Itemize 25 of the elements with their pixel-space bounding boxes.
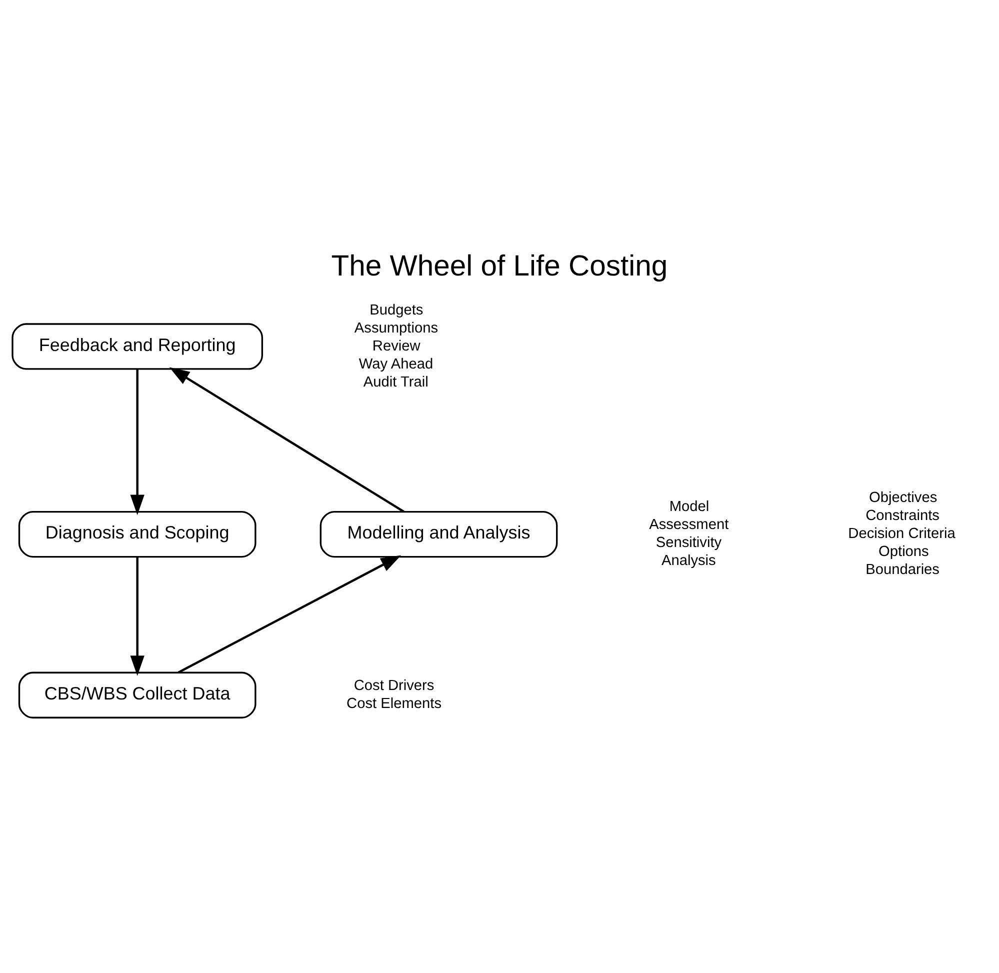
label: Cost Elements: [346, 696, 442, 712]
label: Constraints: [866, 508, 940, 524]
label: Audit Trail: [363, 374, 428, 390]
diagram-title: The Wheel of Life Costing: [331, 250, 668, 282]
label: Assessment: [649, 517, 729, 534]
arrow: [169, 367, 404, 513]
label: Assumptions: [354, 320, 438, 336]
label: Review: [372, 338, 420, 354]
arrow: [130, 556, 144, 676]
node-box: Feedback and Reporting: [12, 323, 264, 370]
label: Model: [669, 499, 710, 516]
label: Analysis: [661, 553, 716, 570]
label: Options: [878, 544, 929, 560]
label: Way Ahead: [358, 356, 434, 372]
node-box: Modelling and Analysis: [320, 510, 558, 558]
arrow: [178, 555, 402, 674]
arrow: [130, 369, 144, 516]
label: Boundaries: [866, 562, 940, 578]
label: Cost Drivers: [354, 678, 434, 694]
node-box: CBS/WBS Collect Data: [18, 672, 256, 718]
label: Sensitivity: [656, 535, 722, 552]
label: Budgets: [370, 302, 424, 318]
label: Objectives: [868, 490, 938, 506]
label: Decision Criteria: [848, 526, 956, 542]
node-box: Diagnosis and Scoping: [18, 510, 256, 558]
